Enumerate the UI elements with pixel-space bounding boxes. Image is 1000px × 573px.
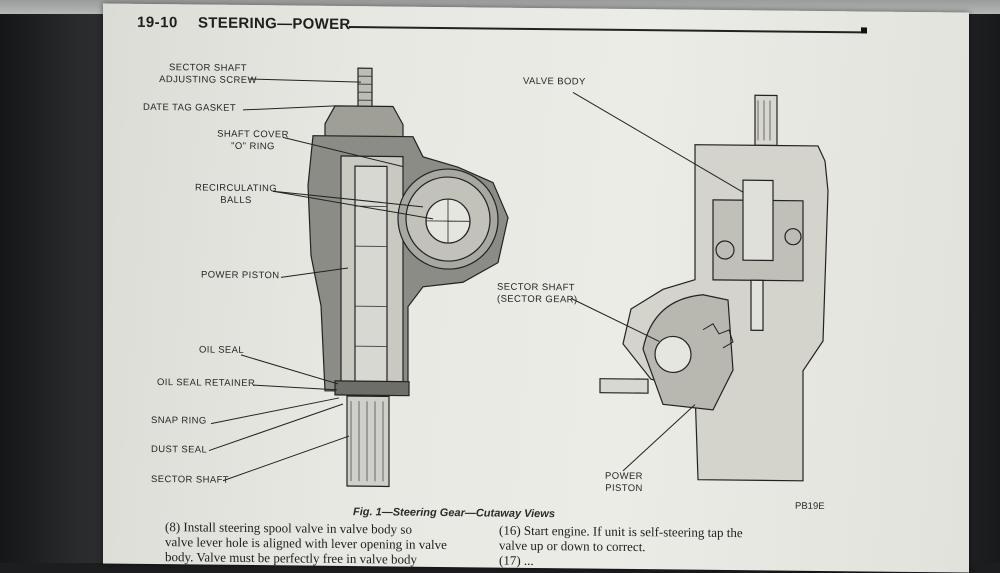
label-oil-seal-retainer: OIL SEAL RETAINER xyxy=(157,377,256,390)
label-power-piston-left: POWER PISTON xyxy=(201,269,280,282)
label-valve-body: VALVE BODY xyxy=(523,75,586,88)
label-sector-shaft-left: SECTOR SHAFT xyxy=(151,473,229,486)
manual-page: 19-10 STEERING—POWER xyxy=(103,3,969,573)
figure-caption: Fig. 1—Steering Gear—Cutaway Views xyxy=(353,506,555,521)
label-oil-seal: OIL SEAL xyxy=(199,344,245,356)
body-text-left: (8) Install steering spool valve in valv… xyxy=(165,519,505,568)
label-shaft-cover-o-ring: SHAFT COVER"O" RING xyxy=(217,128,289,153)
label-snap-ring: SNAP RING xyxy=(151,414,207,427)
figure-code: PB19E xyxy=(795,500,825,513)
right-view-drawing xyxy=(599,94,829,482)
body-text-right: (16) Start engine. If unit is self-steer… xyxy=(499,523,839,572)
figure-drawings xyxy=(208,67,829,488)
leader-lines xyxy=(208,78,744,482)
label-dust-seal: DUST SEAL xyxy=(151,443,208,456)
body-left-line-3: body. Valve must be perfectly free in va… xyxy=(165,549,417,567)
label-sector-shaft-sector-gear: SECTOR SHAFT(SECTOR GEAR) xyxy=(497,281,578,306)
left-cutaway-drawing xyxy=(307,67,509,488)
body-right-line-3: (17) ... xyxy=(499,552,534,568)
label-date-tag-gasket: DATE TAG GASKET xyxy=(143,101,237,114)
